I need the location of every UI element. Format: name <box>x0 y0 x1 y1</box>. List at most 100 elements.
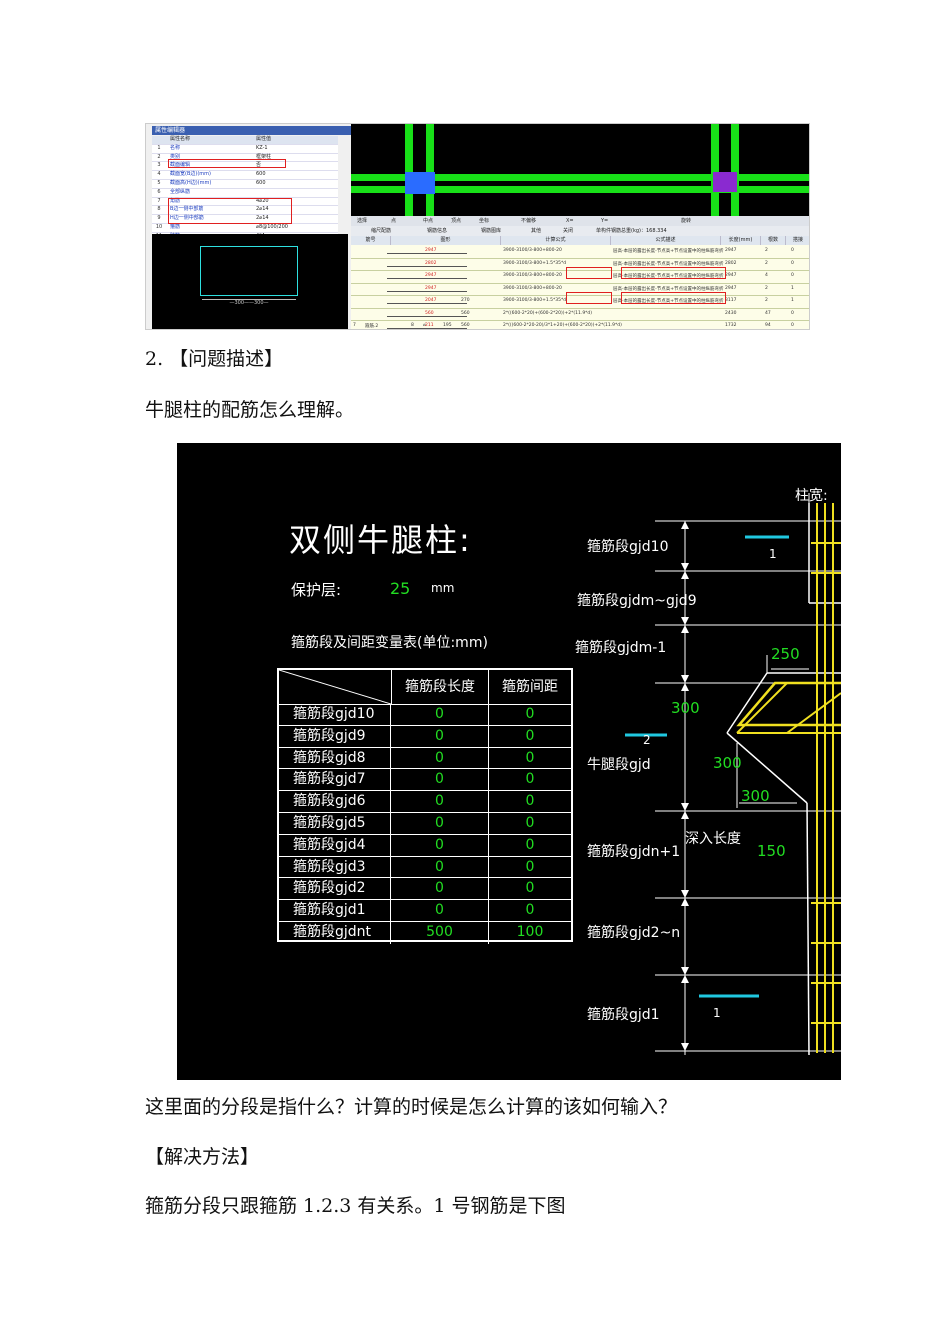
segment-spacing[interactable]: 100 <box>516 924 544 940</box>
segment-length[interactable]: 0 <box>391 878 489 900</box>
toolbar-button[interactable]: 关闭 <box>563 228 574 234</box>
toolbar-button[interactable]: Y= <box>601 218 609 224</box>
problem-heading: 2. 【问题描述】 <box>145 348 284 370</box>
solution-text: 箍筋分段只跟箍筋 1.2.3 有关系。1 号钢筋是下图 <box>145 1195 566 1217</box>
grid-column-header[interactable]: 长度(mm) <box>721 236 761 245</box>
property-panel-title: 属性编辑器 <box>152 126 351 135</box>
corbel-elevation <box>625 493 841 1056</box>
grid-cell-shape: 211 <box>425 323 434 328</box>
grid-column-header[interactable]: 图形 <box>391 236 501 245</box>
segment-length[interactable]: 0 <box>391 834 489 856</box>
segment-length[interactable]: 0 <box>391 704 489 725</box>
segment-length[interactable]: 0 <box>391 813 489 834</box>
grid-cell-pre: 560 <box>461 323 470 328</box>
grid-column-header[interactable]: 搭接 <box>786 236 809 245</box>
section-outline <box>200 246 298 296</box>
header-diagonal <box>279 670 391 704</box>
column-width-label: 柱宽: <box>795 488 828 504</box>
grid-cell-cnt: 47 <box>765 310 771 316</box>
segment-spacing[interactable]: 0 <box>525 902 535 919</box>
dim-150: 150 <box>757 842 786 860</box>
segment-length[interactable]: 0 <box>391 769 489 791</box>
grid-cell-shape: 2802 <box>425 260 437 266</box>
section-dimension: —300——300— <box>202 299 296 306</box>
rebar-mark-1: 1 <box>769 547 777 561</box>
grid-cell-desc: 层高-本层的露出长度-节点高+节点设置中的柱纵筋弯折 <box>613 299 724 304</box>
grid-cell-desc: 层高-本层的露出长度-节点高+节点设置中的柱纵筋弯折 <box>613 249 724 254</box>
segment-gjdn+1: 箍筋段gjdn+1 <box>587 844 681 860</box>
toolbar-button[interactable]: 钢筋图库 <box>481 228 502 234</box>
grid-cell-dia: 8 <box>411 323 414 328</box>
segment-spacing[interactable]: 0 <box>525 836 535 853</box>
toolbar-button[interactable]: 选择 <box>357 218 368 224</box>
toolbar-button[interactable]: 中点 <box>423 218 434 224</box>
grid-column-header[interactable]: 筋号 <box>351 236 391 245</box>
grid-cell-pre: 560 <box>461 310 470 316</box>
segment-spacing[interactable]: 0 <box>525 771 535 788</box>
selected-column[interactable] <box>405 172 435 194</box>
grid-cell-sym: ⌀ <box>423 323 426 328</box>
segment-spacing[interactable]: 0 <box>525 815 535 831</box>
segment-spacing[interactable]: 0 <box>525 727 535 744</box>
segment-length[interactable]: 0 <box>391 747 489 769</box>
segment-name: 箍筋段gjd8 <box>279 747 391 769</box>
property-index: 7 <box>157 197 161 204</box>
property-index: 8 <box>157 206 161 213</box>
toolbar-button[interactable]: 钢筋信息 <box>427 228 448 234</box>
property-name: 角筋 <box>170 197 181 204</box>
property-index: 5 <box>157 179 161 186</box>
toolbar-button[interactable]: 旋转 <box>681 218 692 224</box>
toolbar-button[interactable]: 顶点 <box>451 218 462 224</box>
segment-name: 箍筋段gjd2 <box>279 878 391 900</box>
column[interactable] <box>713 172 737 192</box>
property-index: 1 <box>157 144 161 151</box>
grid-column-header[interactable]: 计算公式 <box>501 236 611 245</box>
segment-length[interactable]: 500 <box>391 922 489 944</box>
segment-gjdm-1: 箍筋段gjdm-1 <box>575 640 667 656</box>
segment-length[interactable]: 0 <box>391 856 489 878</box>
segment-length[interactable]: 0 <box>391 900 489 921</box>
question-text: 牛腿柱的配筋怎么理解。 <box>145 399 355 421</box>
segment-name: 箍筋段gjd1 <box>279 900 391 921</box>
toolbar-button[interactable]: 坐标 <box>479 218 490 224</box>
property-value: 2⌀14 <box>256 206 269 213</box>
segment-spacing[interactable]: 0 <box>525 749 535 766</box>
toolbar-button[interactable]: 不偏移 <box>521 218 537 224</box>
toolbar-button[interactable]: 其他 <box>531 228 542 234</box>
segment-length[interactable]: 0 <box>391 725 489 747</box>
grid-column-header[interactable]: 根数 <box>761 236 786 245</box>
segment-length[interactable]: 0 <box>391 791 489 812</box>
toolbar-button[interactable]: 缩尺配筋 <box>371 228 392 234</box>
grid-cell-cnt: 2 <box>765 248 768 253</box>
grid-column-header[interactable]: 公式描述 <box>611 236 721 245</box>
segment-spacing[interactable]: 0 <box>525 793 535 810</box>
segment-spacing[interactable]: 0 <box>525 880 535 897</box>
segment-name: 箍筋段gjd9 <box>279 725 391 747</box>
toolbar-button[interactable]: X= <box>566 218 574 224</box>
toolbar-button[interactable]: 点 <box>391 218 397 224</box>
rebar-mark-2: 2 <box>643 733 651 747</box>
property-value: 框架柱 <box>256 153 272 160</box>
segment-spacing[interactable]: 0 <box>525 858 535 875</box>
segment-spacing[interactable]: 0 <box>525 706 535 722</box>
